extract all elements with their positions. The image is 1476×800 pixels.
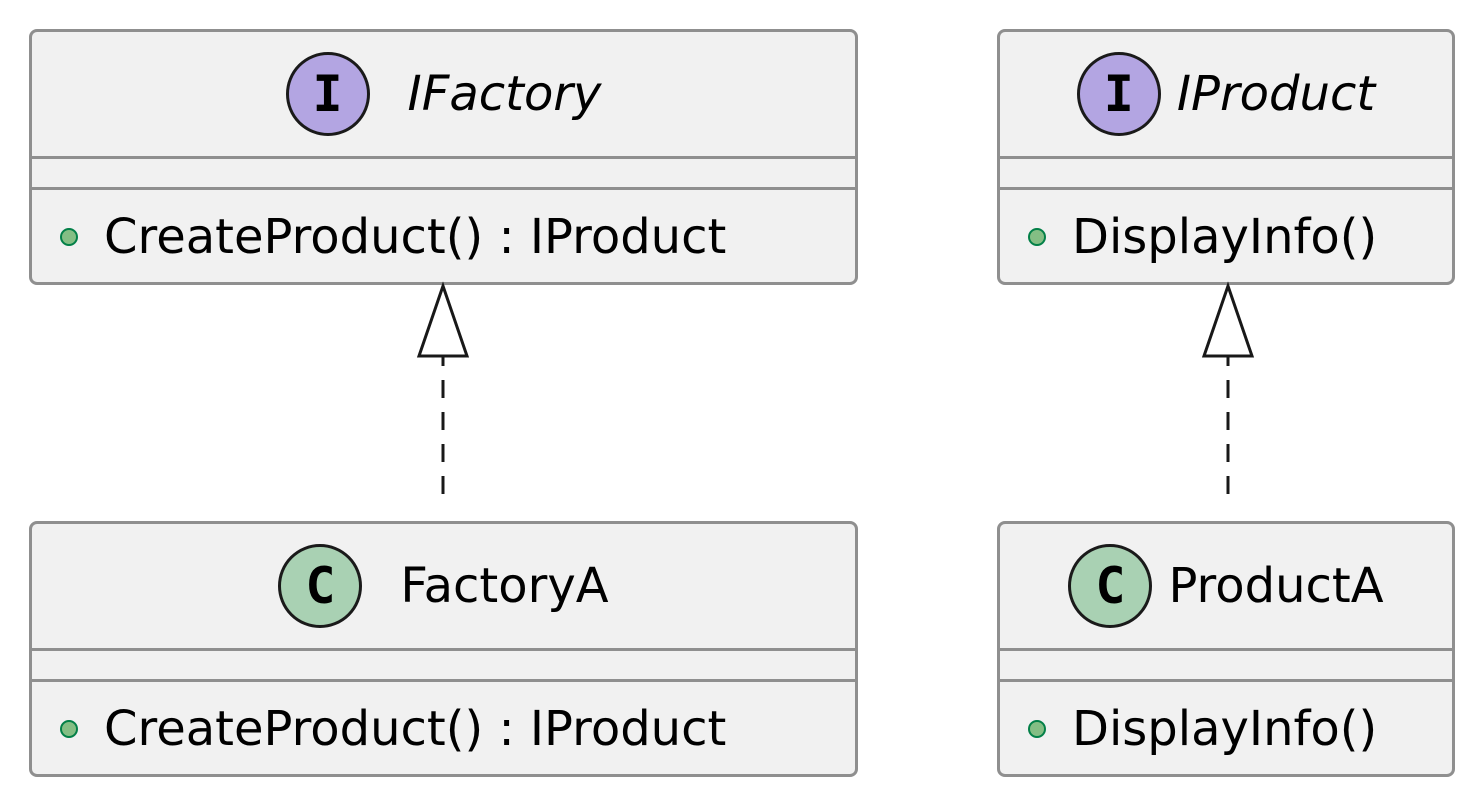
factory-a-fields — [32, 651, 855, 682]
factory-a-method-signature: CreateProduct() : IProduct — [104, 700, 727, 757]
interface-badge-icon: I — [1076, 52, 1161, 136]
class-badge-icon: C — [278, 544, 363, 628]
ifactory-method: CreateProduct() : IProduct — [32, 190, 855, 283]
product-a-name: ProductA — [1168, 558, 1384, 614]
realization-product-a-to-iproduct — [1201, 281, 1255, 494]
iproduct-fields — [1000, 159, 1452, 190]
public-visibility-icon — [60, 227, 78, 246]
factory-a-class: C FactoryA CreateProduct() : IProduct — [29, 521, 858, 777]
factory-a-header: C FactoryA — [32, 524, 855, 651]
realization-hollow-arrowhead-icon — [416, 281, 470, 358]
product-a-fields — [1000, 651, 1452, 682]
factory-a-name: FactoryA — [400, 558, 609, 614]
product-a-method-signature: DisplayInfo() — [1072, 700, 1378, 757]
ifactory-header: I IFactory — [32, 32, 855, 159]
iproduct-method: DisplayInfo() — [1000, 190, 1452, 283]
class-badge-icon: C — [1068, 544, 1153, 628]
realization-hollow-arrowhead-icon — [1201, 281, 1255, 358]
iproduct-method-signature: DisplayInfo() — [1072, 208, 1378, 265]
ifactory-interface: I IFactory CreateProduct() : IProduct — [29, 29, 858, 285]
ifactory-fields — [32, 159, 855, 190]
ifactory-name: IFactory — [407, 66, 602, 122]
product-a-class: C ProductA DisplayInfo() — [997, 521, 1455, 777]
ifactory-method-signature: CreateProduct() : IProduct — [104, 208, 727, 265]
product-a-header: C ProductA — [1000, 524, 1452, 651]
iproduct-header: I IProduct — [1000, 32, 1452, 159]
public-visibility-icon — [1028, 719, 1046, 738]
interface-badge-icon: I — [285, 52, 370, 136]
iproduct-name: IProduct — [1176, 66, 1376, 122]
public-visibility-icon — [1028, 227, 1046, 246]
factory-a-method: CreateProduct() : IProduct — [32, 682, 855, 775]
iproduct-interface: I IProduct DisplayInfo() — [997, 29, 1455, 285]
public-visibility-icon — [60, 719, 78, 738]
product-a-method: DisplayInfo() — [1000, 682, 1452, 775]
realization-factory-a-to-ifactory — [416, 281, 470, 494]
